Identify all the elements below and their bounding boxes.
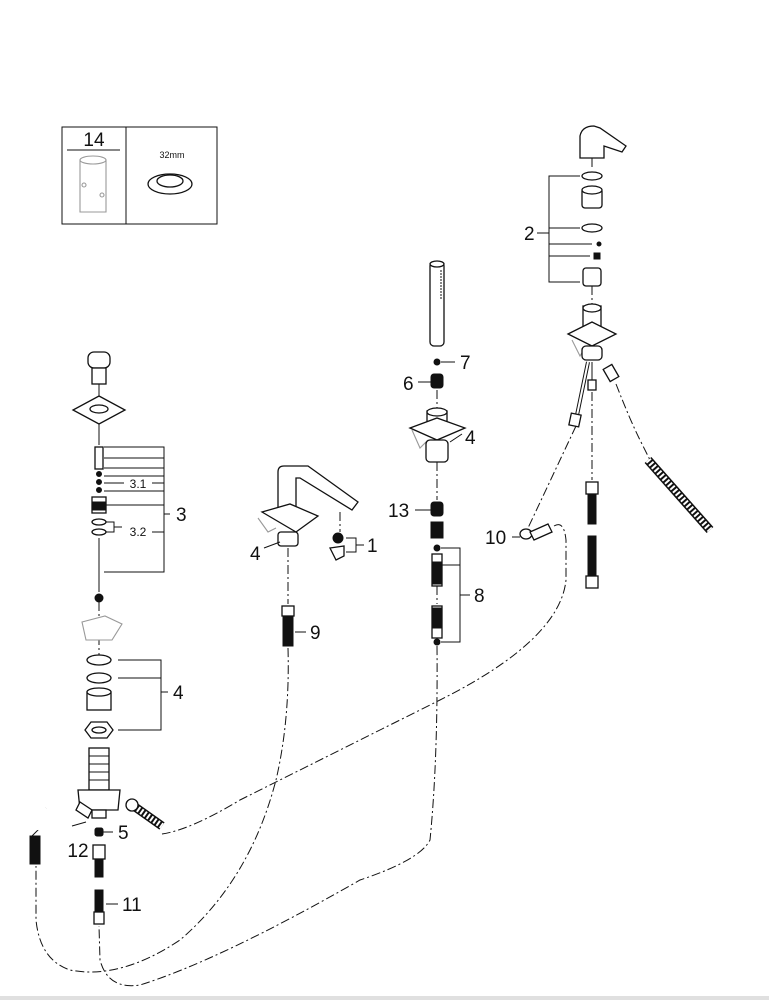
tool-part-number: 14 <box>83 130 105 151</box>
callout-2: 2 <box>524 224 535 245</box>
aerator <box>332 532 344 544</box>
hand-shower <box>429 261 445 347</box>
nut-32mm-icon <box>147 173 193 195</box>
callout-11: 11 <box>122 895 142 916</box>
callout-4-handshower: 4 <box>465 428 476 449</box>
spout-assembly: 4 1 9 <box>250 465 378 647</box>
connection-lines <box>35 383 651 987</box>
diverter-knob <box>87 351 111 369</box>
callout-12: 12 <box>67 841 88 862</box>
mixer-lever <box>579 125 627 159</box>
diverter-escutcheon <box>81 615 123 641</box>
mixer-assembly: 2 10 <box>485 125 714 589</box>
callout-5: 5 <box>118 823 129 844</box>
callout-1: 1 <box>367 536 378 557</box>
callout-4-spout: 4 <box>250 544 261 565</box>
callout-3-2: 3.2 <box>130 525 147 539</box>
callout-3: 3 <box>176 505 187 526</box>
callout-13: 13 <box>388 501 409 522</box>
tool-box: 14 32mm <box>61 126 218 225</box>
tool-size-label: 32mm <box>159 150 184 160</box>
callout-10: 10 <box>485 528 506 549</box>
callout-7: 7 <box>460 353 471 374</box>
socket-wrench-icon <box>79 155 107 213</box>
hand-shower-assembly: 7 6 4 13 8 <box>388 260 485 646</box>
diverter-assembly: 3.1 3 3.2 4 12 5 1 <box>29 351 187 925</box>
diverter-body <box>88 747 110 791</box>
callout-8: 8 <box>474 586 485 607</box>
callout-4-left: 4 <box>173 683 184 704</box>
bottom-border <box>0 996 769 1000</box>
callout-6: 6 <box>403 374 414 395</box>
callout-3-1: 3.1 <box>130 477 147 491</box>
callout-9: 9 <box>310 623 321 644</box>
